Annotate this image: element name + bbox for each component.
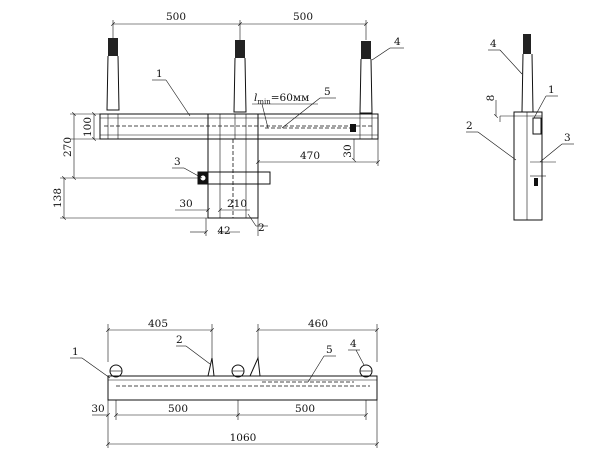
- front-callouts: 1 5 4 3 2: [152, 36, 404, 234]
- plan-callout-4: 4: [350, 338, 357, 350]
- side-dim-8: 8: [485, 95, 497, 102]
- dim-100: 100: [82, 117, 94, 137]
- insulator-right: [359, 41, 373, 114]
- dim-30-right: 30: [342, 144, 354, 157]
- callout-1: 1: [156, 68, 163, 80]
- dimension-right: 470 30: [255, 139, 381, 166]
- dim-470: 470: [300, 150, 320, 162]
- callout-2: 2: [258, 222, 265, 234]
- note-l: lmin=60мм: [254, 92, 309, 106]
- dim-270: 270: [62, 137, 74, 157]
- side-callout-2: 2: [466, 120, 473, 132]
- side-view: 8 4 1 2 3: [466, 34, 574, 221]
- callout-5: 5: [324, 86, 331, 98]
- side-callout-4: 4: [490, 38, 497, 50]
- crossarm-beam: [99, 113, 379, 140]
- callout-4: 4: [394, 36, 401, 48]
- dimension-left: 100 270 138: [52, 111, 208, 221]
- dim-500-left: 500: [166, 11, 186, 23]
- dim-210: 210: [227, 198, 247, 210]
- plan-dim-1060: 1060: [230, 432, 257, 444]
- dim-138: 138: [52, 188, 64, 208]
- dimension-top: 500 500: [110, 11, 369, 40]
- plan-callout-1: 1: [72, 346, 79, 358]
- dim-42: 42: [217, 225, 230, 237]
- side-callout-1: 1: [548, 84, 555, 96]
- insulator-center: [233, 40, 247, 113]
- plan-dim-500-left: 500: [168, 403, 188, 415]
- pole-support: [197, 113, 271, 236]
- insulator-left: [106, 38, 120, 111]
- callout-3: 3: [174, 156, 181, 168]
- plan-dim-500-right: 500: [295, 403, 315, 415]
- length-note: lmin=60мм: [252, 92, 318, 129]
- plan-dim-30: 30: [91, 403, 104, 415]
- plan-dim-405: 405: [148, 318, 168, 330]
- side-callout-3: 3: [564, 132, 571, 144]
- plan-dim-460: 460: [308, 318, 328, 330]
- dimension-bottom: 30 210 42: [175, 198, 250, 237]
- dim-30-bottom: 30: [179, 198, 192, 210]
- dim-500-right: 500: [293, 11, 313, 23]
- plan-callout-5: 5: [326, 344, 333, 356]
- front-view: 500 500: [52, 11, 404, 237]
- plan-callout-2: 2: [176, 334, 183, 346]
- plan-view: 405 460 30 500 500 1060 1: [70, 318, 380, 448]
